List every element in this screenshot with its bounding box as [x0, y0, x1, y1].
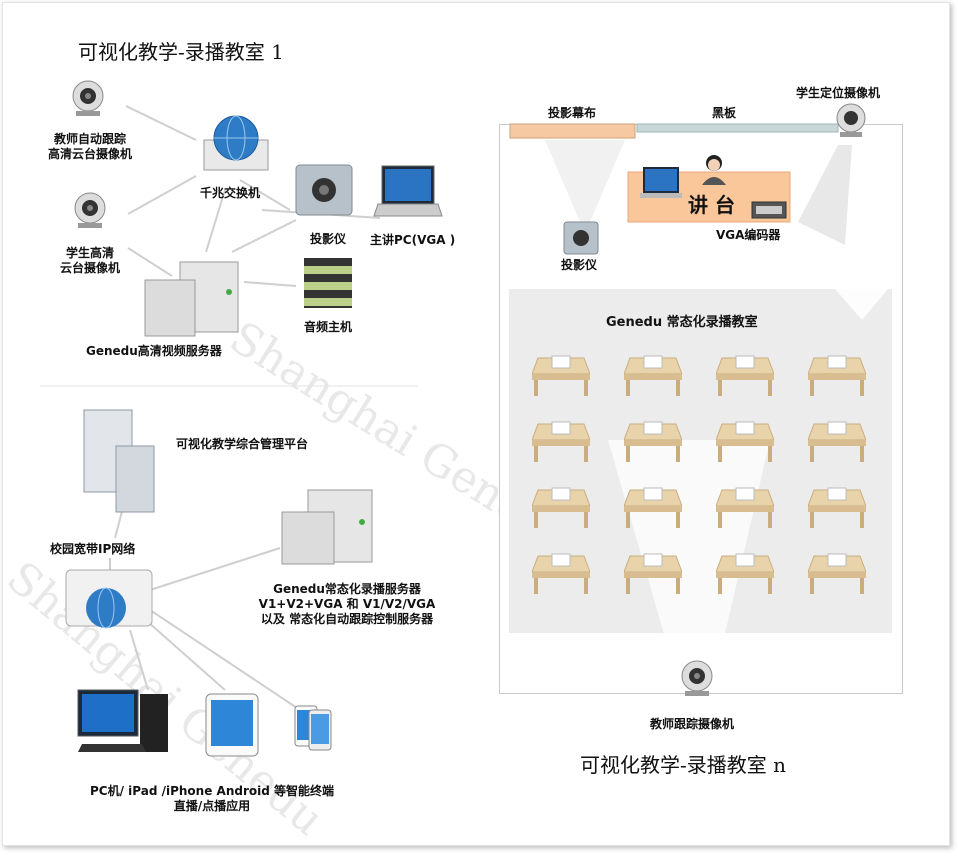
- camera-beam: [798, 145, 852, 245]
- connector-line: [231, 219, 297, 253]
- terminals-label: PC机/ iPad /iPhone Android 等智能终端直播/点播应用: [89, 784, 334, 813]
- record-server-icon: [281, 489, 373, 565]
- student-desk: [532, 355, 590, 396]
- projector-label: 投影仪: [310, 232, 347, 246]
- podium-label: 讲 台: [688, 193, 735, 217]
- student-desk: [808, 355, 866, 396]
- student-desk: [624, 487, 682, 528]
- student-desk: [716, 421, 774, 462]
- locator-camera-icon: [836, 103, 866, 137]
- podium-laptop-icon: [640, 167, 682, 198]
- platform-server-icon: [83, 409, 155, 513]
- projector-beam: [545, 140, 625, 222]
- vga-encoder-icon: [751, 201, 787, 219]
- teacher-pc-label: 主讲PC(VGA ): [370, 233, 456, 247]
- student-desk: [808, 421, 866, 462]
- room-1-title: 可视化教学-录播教室 1: [78, 40, 284, 64]
- teacher-avatar-icon: [702, 155, 726, 185]
- record-server-label: Genedu常态化录播服务器 V1+V2+VGA 和 V1/V2/VGA 以及 …: [258, 582, 436, 626]
- projection-screen: [509, 123, 636, 139]
- student-desk: [716, 553, 774, 594]
- phone-icon: [294, 705, 332, 751]
- teacher-camera-icon: [72, 80, 104, 116]
- student-camera-icon: [74, 192, 106, 228]
- connector-line: [125, 105, 197, 141]
- student-desk: [624, 355, 682, 396]
- connector-line: [239, 179, 291, 211]
- connector-line: [127, 247, 173, 277]
- camera-beam: [835, 289, 888, 320]
- connector-line: [243, 281, 297, 287]
- blackboard: [636, 123, 839, 133]
- platform-label: 可视化教学综合管理平台: [176, 437, 309, 451]
- tracking-camera-icon: [681, 660, 713, 696]
- room-n-title: 可视化教学-录播教室 n: [580, 753, 786, 777]
- camera-beam: [608, 440, 770, 655]
- student-desk: [532, 553, 590, 594]
- campus-network-label: 校园宽带IP网络: [50, 542, 136, 556]
- server-icon: [144, 261, 239, 337]
- tracking-camera-label: 教师跟踪摄像机: [650, 717, 735, 731]
- ipad-icon: [205, 693, 259, 757]
- vga-encoder-label: VGA编码器: [716, 228, 781, 242]
- student-desk: [624, 553, 682, 594]
- teacher-camera-label: 教师自动跟踪高清云台摄像机: [47, 132, 132, 161]
- switch-label: 千兆交换机: [200, 186, 261, 200]
- connector-line: [149, 609, 301, 711]
- router-icon: [203, 115, 269, 171]
- projection-screen-label: 投影幕布: [548, 106, 597, 120]
- laptop-icon: [373, 165, 443, 217]
- blackboard-label: 黑板: [712, 106, 737, 120]
- room-projector-icon: [563, 221, 599, 255]
- audio-host-label: 音频主机: [304, 320, 353, 334]
- student-camera-label: 学生高清云台摄像机: [59, 246, 120, 275]
- pc-icon: [77, 689, 168, 752]
- study-zone-label: Genedu 常态化录播教室: [606, 315, 758, 330]
- audio-host-icon: [304, 258, 352, 308]
- connector-line: [127, 175, 197, 215]
- video-server-label: Genedu高清视频服务器: [86, 344, 222, 358]
- connector-line: [129, 629, 149, 691]
- network-icon: [65, 569, 153, 629]
- student-desk: [808, 487, 866, 528]
- student-desk: [808, 553, 866, 594]
- student-desk: [532, 421, 590, 462]
- projector-icon: [295, 164, 353, 216]
- student-desk: [716, 355, 774, 396]
- student-desk: [624, 421, 682, 462]
- student-desk: [532, 487, 590, 528]
- connector-line: [205, 189, 226, 253]
- connector-line: [147, 621, 226, 691]
- room-projector-label: 投影仪: [561, 258, 598, 272]
- connector-line: [149, 547, 281, 591]
- locator-camera-label: 学生定位摄像机: [796, 86, 881, 100]
- student-desk: [716, 487, 774, 528]
